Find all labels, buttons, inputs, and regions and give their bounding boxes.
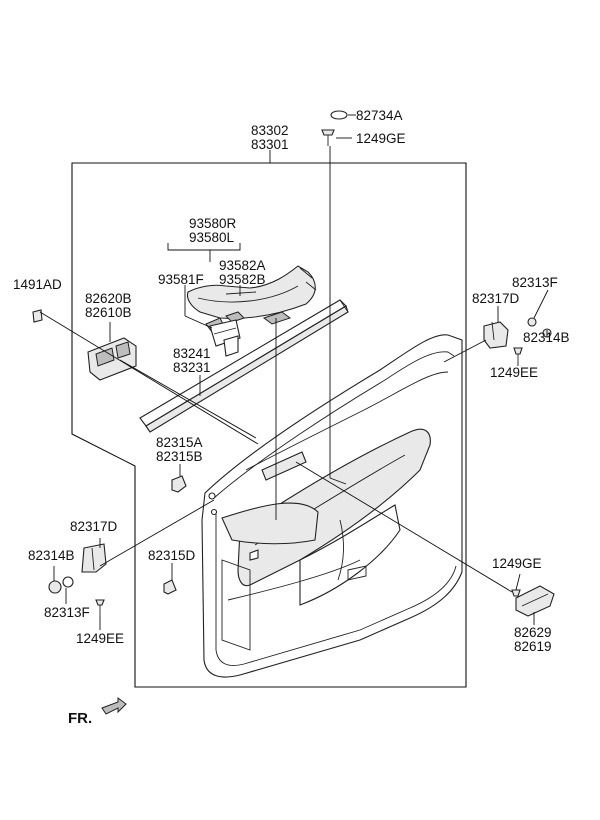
label-82315a: 82315A — [156, 435, 203, 450]
label-82315d: 82315D — [148, 548, 196, 563]
clip-82315d — [163, 579, 177, 595]
label-82619: 82619 — [514, 639, 552, 654]
door-trim-panel — [201, 334, 463, 678]
front-arrow-icon — [101, 697, 127, 715]
screw-1249ge-top — [321, 129, 335, 146]
label-1249ge-right: 1249GE — [492, 556, 542, 571]
armrest-molding — [186, 265, 317, 357]
bracket-82317d-right — [483, 317, 552, 362]
cap-82734a — [330, 110, 348, 120]
clip-82315a — [171, 475, 187, 493]
clip-1491ad — [32, 309, 43, 323]
assembly-frame — [71, 162, 467, 688]
label-93581f: 93581F — [158, 272, 204, 287]
label-93582b: 93582B — [219, 272, 266, 287]
label-1491ad: 1491AD — [13, 277, 62, 292]
label-1249ee-left: 1249EE — [76, 631, 124, 646]
label-83231: 83231 — [173, 360, 211, 375]
label-82314b-left: 82314B — [28, 548, 75, 563]
label-93580r: 93580R — [189, 216, 237, 231]
leader-lines — [39, 114, 549, 630]
front-marker-label: FR. — [68, 710, 92, 727]
label-83241: 83241 — [173, 346, 211, 361]
label-93582a: 93582A — [219, 258, 266, 273]
label-82317d-right: 82317D — [472, 291, 520, 306]
label-82317d-left: 82317D — [70, 519, 118, 534]
label-83301: 83301 — [251, 137, 289, 152]
pull-cover-82629 — [511, 585, 555, 617]
label-82313f-right: 82313F — [512, 275, 558, 290]
part-labels: 82734A 1249GE 83302 83301 93580R 93580L … — [13, 108, 570, 727]
label-82620b: 82620B — [85, 291, 132, 306]
label-83302: 83302 — [251, 123, 289, 138]
label-82313f-left: 82313F — [44, 605, 90, 620]
inside-handle — [87, 337, 137, 381]
bracket-82317d-left — [48, 543, 107, 616]
label-82610b: 82610B — [85, 305, 132, 320]
label-1249ge-top: 1249GE — [356, 131, 406, 146]
label-82315b: 82315B — [156, 449, 203, 464]
label-82734a: 82734A — [356, 108, 403, 123]
label-93580l: 93580L — [189, 230, 235, 245]
label-1249ee-right: 1249EE — [490, 365, 538, 380]
label-82629: 82629 — [514, 625, 552, 640]
belt-weatherstrip — [139, 299, 349, 433]
label-82314b-right: 82314B — [523, 330, 570, 345]
